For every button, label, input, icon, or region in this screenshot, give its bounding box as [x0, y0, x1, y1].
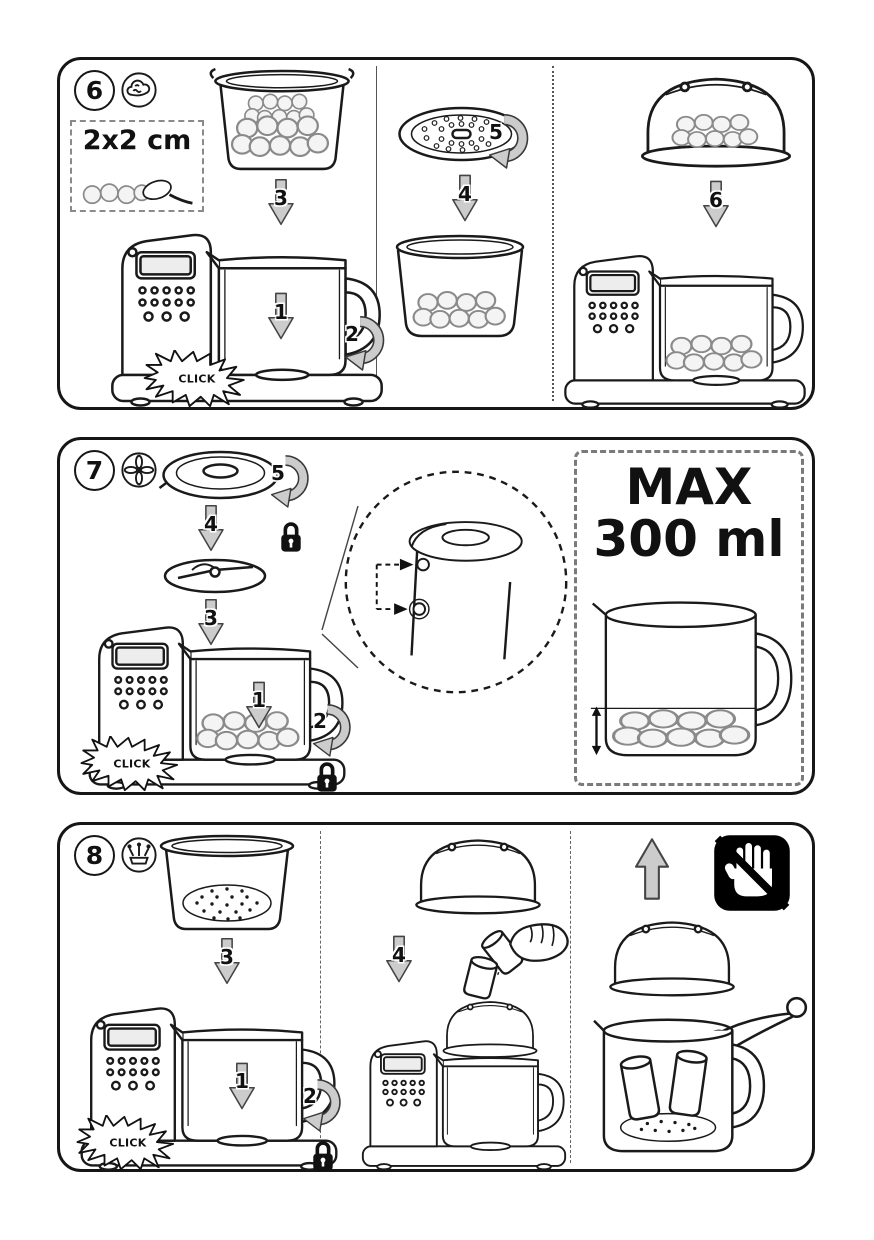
do-not-touch-icon: [712, 833, 792, 913]
lock-icon: [278, 520, 304, 554]
jar-lid-illustration: [158, 448, 284, 502]
column-divider: [376, 66, 377, 401]
panel-step-8: 8 3 1 2 CLICK: [57, 822, 815, 1173]
step-number: 4: [458, 181, 472, 206]
steam-cloud-icon: [120, 71, 158, 109]
step-number: 6: [709, 187, 723, 212]
click-burst: CLICK: [138, 350, 256, 408]
appliance-with-food-illustration: [560, 232, 810, 411]
step-arrow-down: 4: [452, 172, 478, 224]
cube-size-label: 2x2 cm: [82, 125, 192, 156]
step-badge-number: 8: [85, 841, 104, 870]
click-label: CLICK: [178, 372, 216, 386]
max-title: MAX: [625, 458, 753, 516]
step-arrow-down: 3: [268, 178, 294, 226]
rotate-arrow: 2: [312, 702, 360, 762]
step-number: 1: [274, 299, 288, 324]
step-number: 2: [313, 709, 327, 734]
lock-icon: [310, 1139, 336, 1173]
food-pieces-spoon-icon: [78, 166, 198, 208]
click-label: CLICK: [109, 1136, 147, 1150]
up-arrow-icon: [634, 838, 670, 900]
step-badge: 7: [74, 450, 115, 491]
blade-assembly-illustration: [160, 548, 270, 596]
panel-step-6: 6 2x2 cm 3 1 2: [57, 57, 815, 410]
step-number: 1: [252, 688, 266, 713]
step-arrow-down: 6: [703, 178, 729, 230]
bowl-illustration: [390, 230, 530, 348]
step-arrow-down: 3: [198, 598, 224, 646]
dome-lid-illustration: [408, 831, 548, 920]
lid-alignment-detail: [340, 466, 572, 698]
click-burst: CLICK: [76, 736, 188, 792]
step-arrow-up: [634, 837, 670, 901]
max-level-jar-illustration: [589, 581, 795, 773]
step-badge-number: 7: [85, 456, 104, 485]
step-arrow-down: 1: [229, 1057, 255, 1115]
step-number: 5: [271, 460, 285, 485]
column-divider: [552, 66, 554, 401]
step-badge: 6: [74, 70, 115, 111]
step-number: 2: [303, 1084, 317, 1109]
panel-step-7: 7 5 4 3: [57, 437, 815, 795]
blender-blade-icon: [120, 451, 158, 489]
step-badge-number: 6: [85, 76, 104, 105]
detail-leader-lines: [318, 496, 362, 676]
step-badge: 8: [74, 835, 115, 876]
step-number: 5: [489, 119, 503, 144]
step-arrow-down: 4: [386, 933, 412, 985]
step-arrow-down: 3: [214, 937, 240, 985]
step-number: 4: [204, 512, 218, 537]
column-divider: [320, 831, 321, 1163]
dome-lid-illustration: [632, 68, 800, 174]
step-arrow-down: 4: [198, 504, 224, 552]
step-number: 3: [220, 945, 234, 970]
jar-with-cups-illustration: [588, 1001, 766, 1164]
lock-icon: [314, 760, 340, 794]
column-divider: [570, 831, 571, 1163]
step-arrow-down: 1: [246, 674, 272, 736]
click-label: CLICK: [113, 757, 151, 771]
dome-lid-on-jar-illustration: [437, 995, 543, 1062]
steaming-basket-perforated-illustration: [152, 831, 302, 933]
step-number: 4: [392, 942, 406, 967]
rotate-arrow: 2: [302, 1077, 350, 1137]
step-arrow-down: 1: [268, 288, 294, 344]
rotate-arrow: 5: [270, 454, 318, 512]
step-number: 3: [274, 186, 288, 211]
steaming-basket-illustration: [206, 66, 358, 175]
dome-lid-illustration: [602, 913, 742, 1002]
rotate-arrow: 5: [488, 112, 538, 174]
max-amount: 300 ml: [593, 510, 785, 568]
hand-pouring-illustration: [454, 909, 572, 1001]
rotate-arrow: 2: [344, 314, 394, 376]
step-number: 1: [235, 1069, 249, 1094]
max-capacity-callout: MAX 300 ml: [574, 450, 804, 786]
step-number: 3: [204, 606, 218, 631]
click-burst: CLICK: [72, 1115, 184, 1171]
cube-size-callout: 2x2 cm: [70, 120, 204, 212]
step-number: 2: [345, 321, 359, 346]
